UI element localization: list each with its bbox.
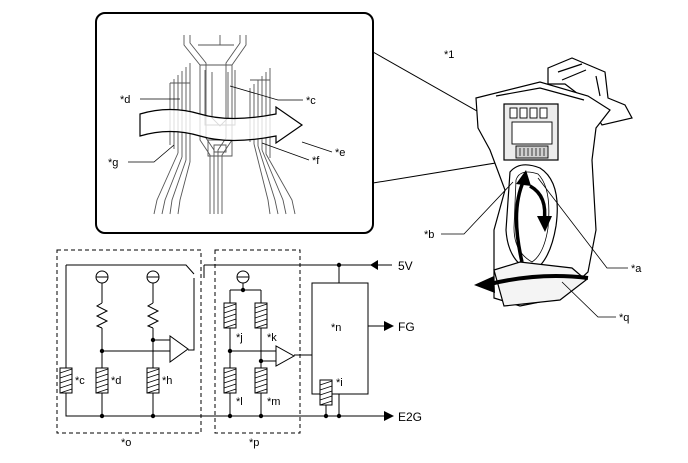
label-k: *k — [267, 332, 277, 344]
right-amplifier — [275, 345, 296, 367]
terminal-5v: 5V — [398, 259, 413, 273]
label-c-top: *c — [306, 95, 316, 107]
label-d-top: *d — [120, 94, 130, 106]
inner-flow-arrowhead — [537, 216, 552, 232]
label-q: *q — [619, 312, 629, 324]
label-j: *j — [236, 332, 243, 344]
label-a: *a — [631, 263, 642, 275]
label-o: *o — [121, 437, 131, 449]
right-trace-pattern — [249, 68, 296, 215]
bypass-flow-arrowhead — [516, 170, 531, 186]
label-n: *n — [331, 322, 341, 334]
label-m: *m — [267, 396, 280, 408]
label-l: *l — [236, 396, 243, 408]
label-i: *i — [336, 377, 343, 389]
label-b: *b — [424, 229, 434, 241]
zigzag-resistors — [95, 302, 160, 329]
outlet-flow-arrow — [489, 274, 589, 286]
terminal-fg: FG — [398, 320, 415, 334]
label-h: *h — [162, 375, 172, 387]
left-amplifier — [169, 335, 189, 363]
terminal-arrows — [368, 260, 394, 421]
terminal-e2g: E2G — [398, 410, 422, 424]
label-c: *c — [75, 375, 85, 387]
label-p: *p — [249, 437, 259, 449]
label-f: *f — [312, 155, 320, 167]
bypass-flow-arrow — [514, 179, 526, 263]
resistor-hatching — [59, 303, 333, 406]
airflow-arrow — [139, 105, 304, 145]
magnified-view — [95, 12, 515, 234]
sensor-housing — [475, 57, 633, 307]
outlet-flow-arrowhead — [474, 276, 495, 293]
pullup-symbols — [95, 270, 250, 284]
junction-dots — [99, 262, 342, 419]
center-element — [183, 35, 247, 214]
label-g: *g — [108, 157, 118, 169]
label-1: *1 — [444, 49, 454, 61]
label-d: *d — [111, 375, 121, 387]
label-e: *e — [335, 147, 345, 159]
